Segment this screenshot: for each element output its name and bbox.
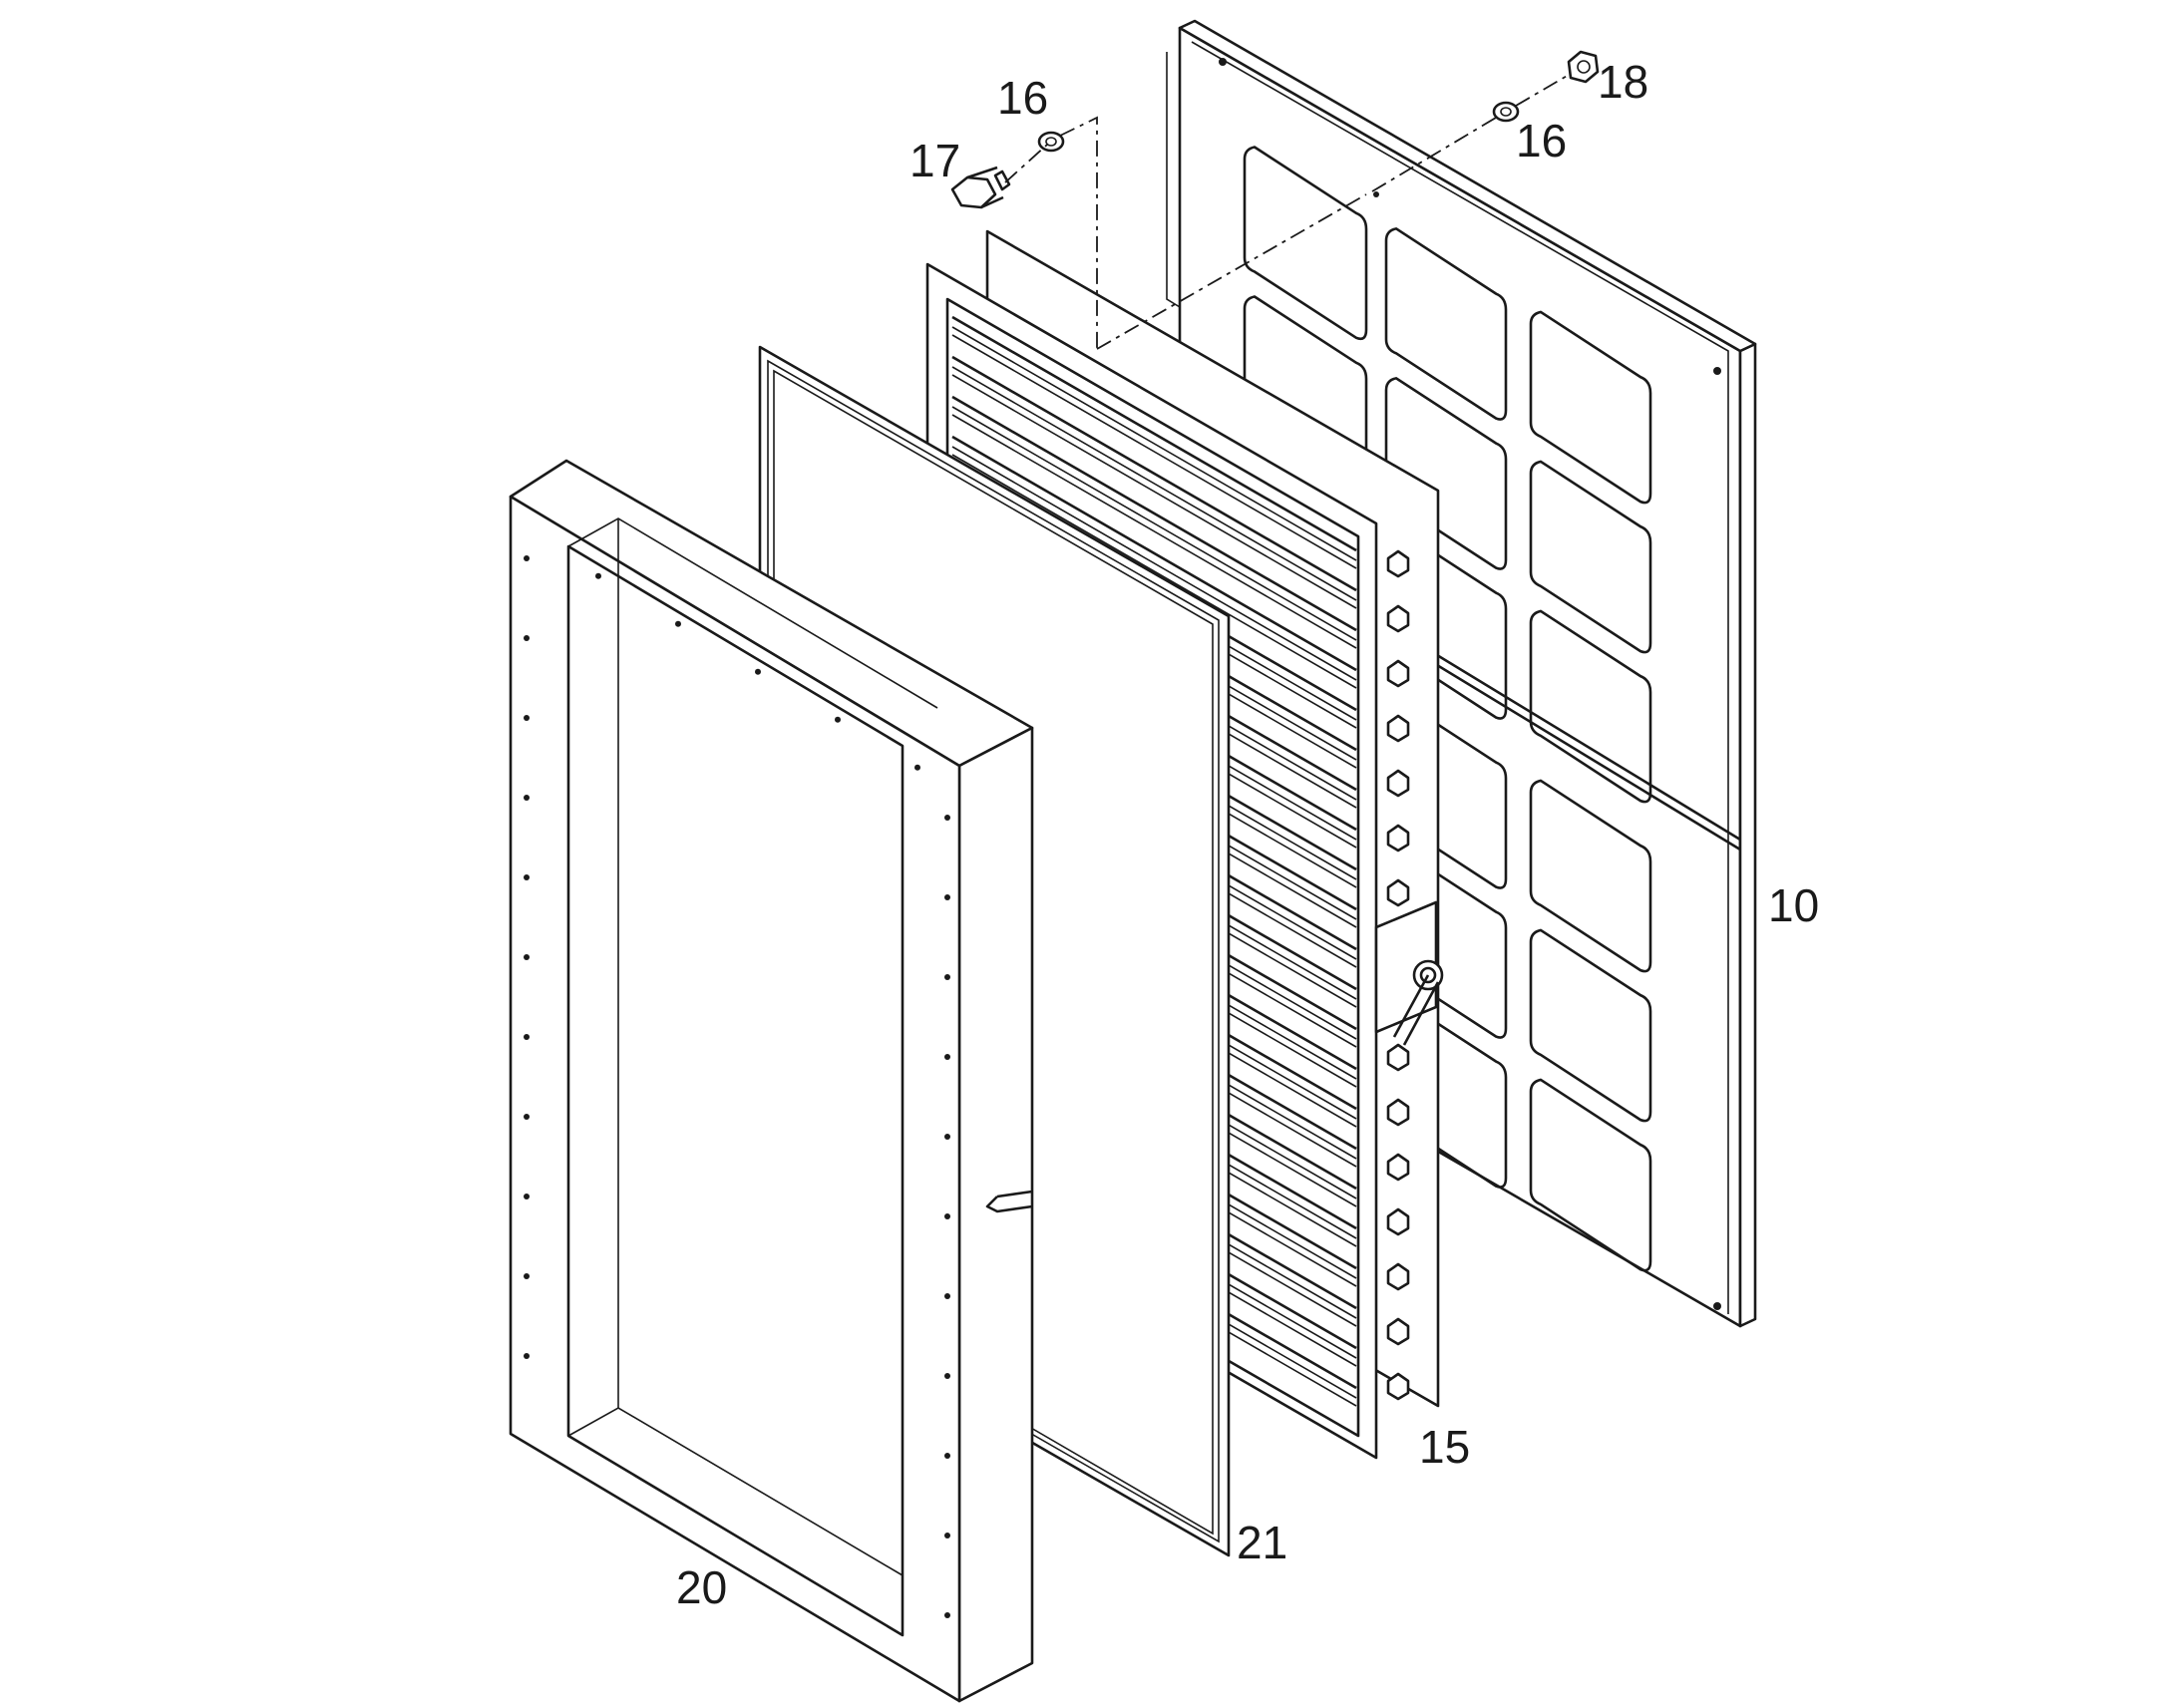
panel-window-opening [1529,609,1652,804]
crank-nut [1386,549,1410,578]
crank-nut [1386,769,1410,798]
panel-window-opening [1529,1078,1652,1272]
louver-blade-edge [951,395,1357,632]
louver-blade-face [951,454,1357,689]
screw-hole [944,974,950,980]
screw-hole [944,1533,950,1538]
centerline-right [1096,74,1570,350]
crank-nut [1386,1262,1410,1291]
screw-hole [524,1353,530,1359]
callout-16-right: 16 [1516,115,1567,167]
screw-hole [944,1134,950,1140]
panel-window-opening [1243,146,1368,341]
callout-16-left: 16 [997,72,1048,124]
crank-nut [1386,824,1410,853]
crank-nut [1386,1372,1410,1401]
washer-16-left [1037,131,1065,153]
screw-hole [524,1034,530,1040]
washer-16-right [1492,101,1520,123]
screw-hole [524,954,530,960]
crank-nut [1386,1098,1410,1127]
fastener-bolt-17 [950,166,1011,209]
screw-hole [944,1213,950,1219]
callout-20: 20 [676,1561,727,1613]
callout-10: 10 [1768,879,1819,931]
screw-hole [944,1054,950,1060]
part-20-outer-frame [509,459,1034,1703]
louver-blade-face [951,406,1357,641]
screw-hole [524,635,530,641]
screw-hole [524,1194,530,1199]
louver-blade-face [951,374,1357,609]
screw-hole [944,1453,950,1459]
crank-nut [1386,659,1410,688]
screw-hole [944,815,950,821]
screw-hole [755,668,761,675]
actuator-linkage [1374,900,1444,1046]
screw-hole [944,894,950,900]
crank-nut [1386,1043,1410,1072]
panel-window-opening [1384,377,1508,570]
louver-blade-face [951,334,1357,569]
panel-window-opening [1529,928,1652,1123]
louver-blade-face [951,326,1357,561]
crank-nut [1386,1317,1410,1346]
louver-blade-edge [951,435,1357,672]
centerline-left [1004,116,1098,349]
callout-18: 18 [1598,56,1648,108]
panel-window-opening [1529,460,1652,654]
callout-15: 15 [1419,1421,1470,1473]
louver-blade-edge [951,315,1357,552]
crank-nut [1386,1207,1410,1236]
screw-hole [835,716,841,723]
crank-nut [1386,604,1410,633]
screw-hole [944,1293,950,1299]
screw-hole [524,795,530,801]
louver-blade-face [951,414,1357,649]
callout-21: 21 [1237,1517,1287,1568]
crank-nut [1386,714,1410,743]
screw-hole [914,764,920,771]
screw-hole [524,1114,530,1120]
screw-hole [524,874,530,880]
screw-hole [524,1273,530,1279]
crank-nut [1386,878,1410,907]
screw-hole [524,715,530,721]
screw-hole [944,1373,950,1379]
louver-blade-edge [951,355,1357,592]
screw-hole [675,620,681,627]
nut-18 [1567,50,1600,84]
louver-blade-face [951,446,1357,681]
screw-hole [944,1612,950,1618]
screw-hole [524,555,530,561]
crank-nut [1386,1153,1410,1182]
screw-hole [595,572,601,579]
panel-window-opening [1384,227,1508,421]
panel-window-opening [1529,310,1652,505]
louver-blade-face [951,366,1357,601]
callout-17: 17 [909,135,960,186]
panel-window-opening [1529,779,1652,973]
